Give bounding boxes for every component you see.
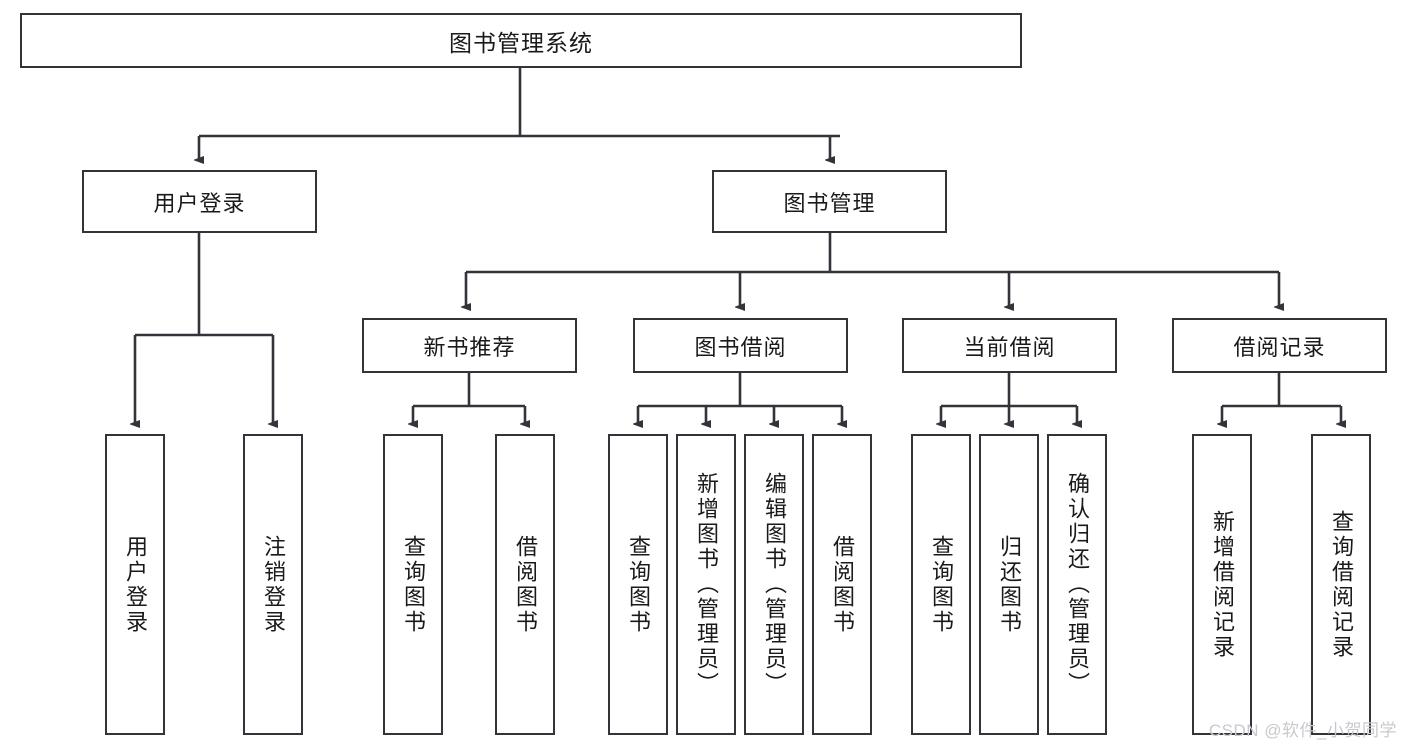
leaf-logout-login[interactable]: 注销登录 [243,434,303,735]
leaf-confirm-return-admin[interactable]: 确认归还（管理员） [1047,434,1107,735]
csdn-watermark: CSDN @软件_小贺同学 [1208,721,1397,740]
leaf-return-book[interactable]: 归还图书 [979,434,1039,735]
leaf-add-book-admin[interactable]: 新增图书（管理员） [676,434,736,735]
node-book-borrow[interactable]: 图书借阅 [633,318,848,373]
leaf-borrow-book[interactable]: 借阅图书 [812,434,872,735]
node-new-book-recommend[interactable]: 新书推荐 [362,318,577,373]
node-user-login[interactable]: 用户登录 [82,170,317,233]
leaf-borrow-book-recommend[interactable]: 借阅图书 [495,434,555,735]
leaf-query-borrow-record[interactable]: 查询借阅记录 [1311,434,1371,735]
leaf-add-borrow-record[interactable]: 新增借阅记录 [1192,434,1252,735]
leaf-query-book-borrow[interactable]: 查询图书 [608,434,668,735]
leaf-query-book-recommend[interactable]: 查询图书 [383,434,443,735]
node-current-borrow[interactable]: 当前借阅 [902,318,1117,373]
leaf-edit-book-admin[interactable]: 编辑图书（管理员） [744,434,804,735]
node-borrow-record[interactable]: 借阅记录 [1172,318,1387,373]
node-root-book-management-system[interactable]: 图书管理系统 [20,13,1022,68]
node-book-management[interactable]: 图书管理 [712,170,947,233]
leaf-user-login[interactable]: 用户登录 [105,434,165,735]
leaf-query-book-current[interactable]: 查询图书 [911,434,971,735]
